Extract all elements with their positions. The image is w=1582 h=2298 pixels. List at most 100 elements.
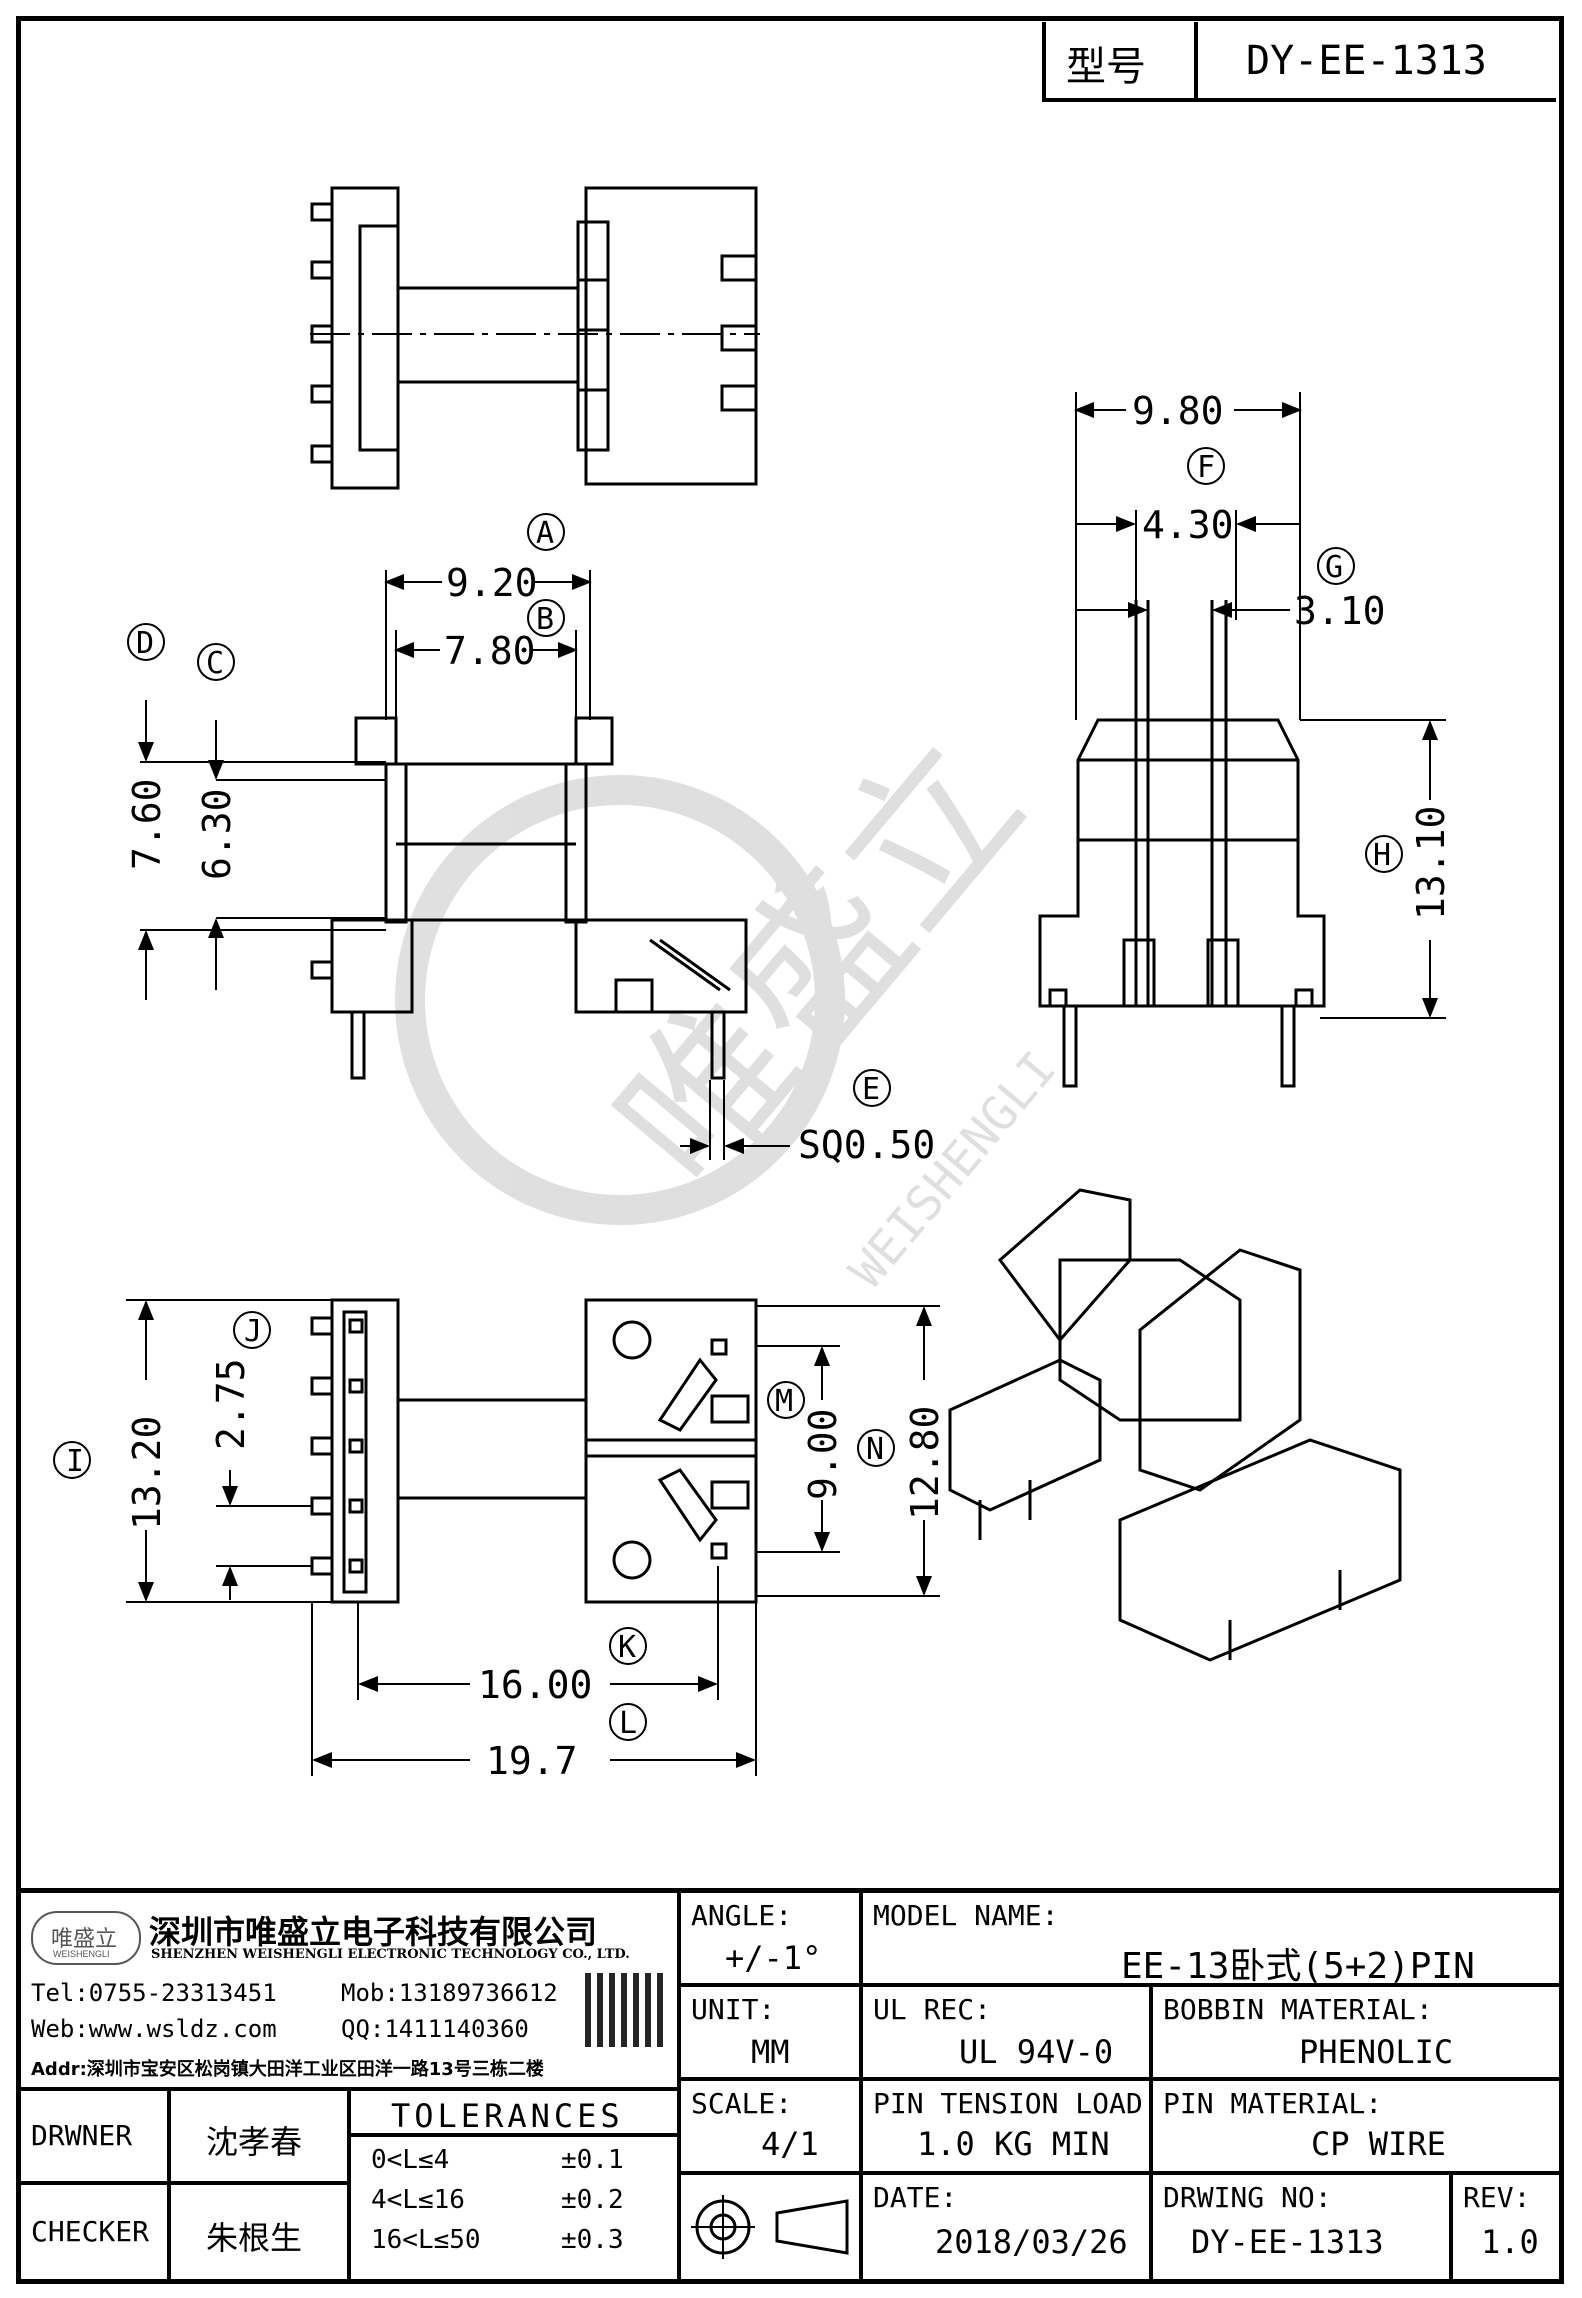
callout-b: B (527, 599, 565, 637)
tol-range-3: 16<L≤50 (371, 2225, 481, 2255)
tol-range-1: 0<L≤4 (371, 2145, 450, 2175)
svg-text:N: N (866, 1432, 884, 1467)
technical-drawing: 唯盛立 WEISHENGLI (53, 186, 1453, 1783)
scale-value: 4/1 (761, 2125, 819, 2163)
svg-text:E: E (862, 1072, 880, 1107)
side-view (1038, 600, 1326, 1088)
svg-text:M: M (775, 1384, 793, 1419)
ulrec-label: UL REC: (873, 1993, 992, 2026)
bobbin-value: PHENOLIC (1299, 2033, 1454, 2071)
date-value: 2018/03/26 (935, 2223, 1128, 2261)
pin-tension-value: 1.0 KG MIN (917, 2125, 1110, 2163)
svg-text:C: C (206, 646, 224, 681)
company-addr: Addr:深圳市宝安区松岗镇大田洋工业区田洋一路13号三栋二楼 (31, 2059, 544, 2080)
dim-c-value: 6.30 (195, 788, 239, 880)
unit-label: UNIT: (691, 1993, 776, 2026)
svg-text:B: B (536, 602, 554, 637)
date-label: DATE: (873, 2181, 958, 2214)
logo-sub: WEISHENGLI (53, 1949, 110, 1959)
top-view (310, 186, 760, 490)
rev-value: 1.0 (1481, 2223, 1539, 2261)
drawner-value: 沈孝春 (206, 2123, 303, 2161)
svg-text:L: L (619, 1706, 637, 1741)
tol-value-2: ±0.2 (561, 2185, 624, 2215)
dim-d-value: 7.60 (125, 778, 169, 870)
callout-k: K (609, 1627, 647, 1665)
rev-label: REV: (1463, 2181, 1531, 2214)
isometric-view (948, 1188, 1402, 1662)
bottom-view (310, 1298, 758, 1604)
svg-text:G: G (1325, 550, 1343, 585)
callout-c: C (197, 643, 235, 681)
callout-d: D (127, 623, 165, 661)
projection-symbol (681, 2175, 863, 2279)
type-label: 型号 (1066, 44, 1146, 90)
pin-material-label: PIN MATERIAL: (1163, 2087, 1383, 2120)
callout-m: M (767, 1381, 805, 1419)
callout-e: E (853, 1069, 891, 1107)
callout-l: L (609, 1703, 647, 1741)
callout-h: H (1365, 835, 1403, 873)
angle-label: ANGLE: (691, 1899, 793, 1932)
company-name-cn: 深圳市唯盛立电子科技有限公司 (149, 1913, 598, 1951)
dim-f-value: 9.80 (1132, 389, 1224, 433)
callout-a: A (527, 513, 565, 551)
callout-g: G (1317, 547, 1355, 585)
watermark: 唯盛立 WEISHENGLI (395, 705, 1067, 1299)
title-block: 唯盛立 WEISHENGLI 深圳市唯盛立电子科技有限公司 SHENZHEN W… (21, 1888, 1559, 2279)
dim-h-value: 13.10 (1409, 806, 1453, 920)
company-panel: 唯盛立 WEISHENGLI 深圳市唯盛立电子科技有限公司 SHENZHEN W… (21, 1893, 681, 2091)
svg-text:J: J (244, 1314, 262, 1349)
qr-code (585, 1973, 663, 2047)
dim-a-value: 9.20 (446, 561, 538, 605)
svg-text:K: K (618, 1630, 636, 1665)
drawing-sheet (16, 16, 1564, 2284)
svg-text:I: I (66, 1444, 84, 1479)
model-value: EE-13卧式(5+2)PIN (1121, 1946, 1475, 1987)
company-name-en: SHENZHEN WEISHENGLI ELECTRONIC TECHNOLOG… (151, 1947, 630, 1962)
svg-text:H: H (1373, 838, 1391, 873)
unit-value: MM (751, 2033, 790, 2071)
company-web: Web:www.wsldz.com (31, 2015, 277, 2043)
front-view (310, 716, 748, 1080)
dim-l-value: 19.7 (486, 1739, 578, 1783)
bobbin-label: BOBBIN MATERIAL: (1163, 1993, 1433, 2026)
drawing-no-label: DRWING NO: (1163, 2181, 1332, 2214)
pin-tension-label: PIN TENSION LOAD: (873, 2087, 1160, 2120)
dim-m-value: 9.00 (801, 1408, 845, 1500)
dim-k-value: 16.00 (478, 1663, 592, 1707)
company-logo: 唯盛立 WEISHENGLI (31, 1911, 141, 1965)
tol-range-2: 4<L≤16 (371, 2185, 465, 2215)
svg-text:D: D (136, 626, 154, 661)
callout-n: N (857, 1429, 895, 1467)
dim-b-value: 7.80 (444, 629, 536, 673)
scale-label: SCALE: (691, 2087, 793, 2120)
angle-value: +/-1° (725, 1939, 822, 1977)
logo-text: 唯盛立 (51, 1927, 118, 1952)
dim-e-value: SQ0.50 (798, 1123, 935, 1167)
tol-value-3: ±0.3 (561, 2225, 624, 2255)
callout-f: F (1187, 447, 1225, 485)
checker-value: 朱根生 (206, 2219, 303, 2257)
dim-g-value: 3.10 (1294, 589, 1386, 633)
tol-value-1: ±0.1 (561, 2145, 624, 2175)
svg-text:F: F (1197, 450, 1215, 485)
drawing-no-value: DY-EE-1313 (1191, 2223, 1384, 2261)
callout-i: I (53, 1441, 91, 1479)
company-tel: Tel:0755-23313451 (31, 1979, 277, 2007)
dim-n-value: 12.80 (903, 1406, 947, 1520)
dim-j-value: 2.75 (209, 1358, 253, 1450)
ulrec-value: UL 94V-0 (959, 2033, 1114, 2071)
type-box: 型号 DY-EE-1313 (1042, 22, 1556, 102)
tolerances-label: TOLERANCES (391, 2097, 624, 2135)
callout-j: J (233, 1311, 271, 1349)
pin-material-value: CP WIRE (1311, 2125, 1446, 2163)
type-value: DY-EE-1313 (1246, 38, 1487, 84)
dim-f2-value: 4.30 (1142, 503, 1234, 547)
checker-label: CHECKER (31, 2215, 150, 2248)
drawner-label: DRWNER (31, 2119, 133, 2152)
dim-i-value: 13.20 (125, 1416, 169, 1530)
company-mob: Mob:13189736612 (341, 1979, 558, 2007)
svg-text:A: A (536, 516, 554, 551)
model-label: MODEL NAME: (873, 1899, 1059, 1932)
